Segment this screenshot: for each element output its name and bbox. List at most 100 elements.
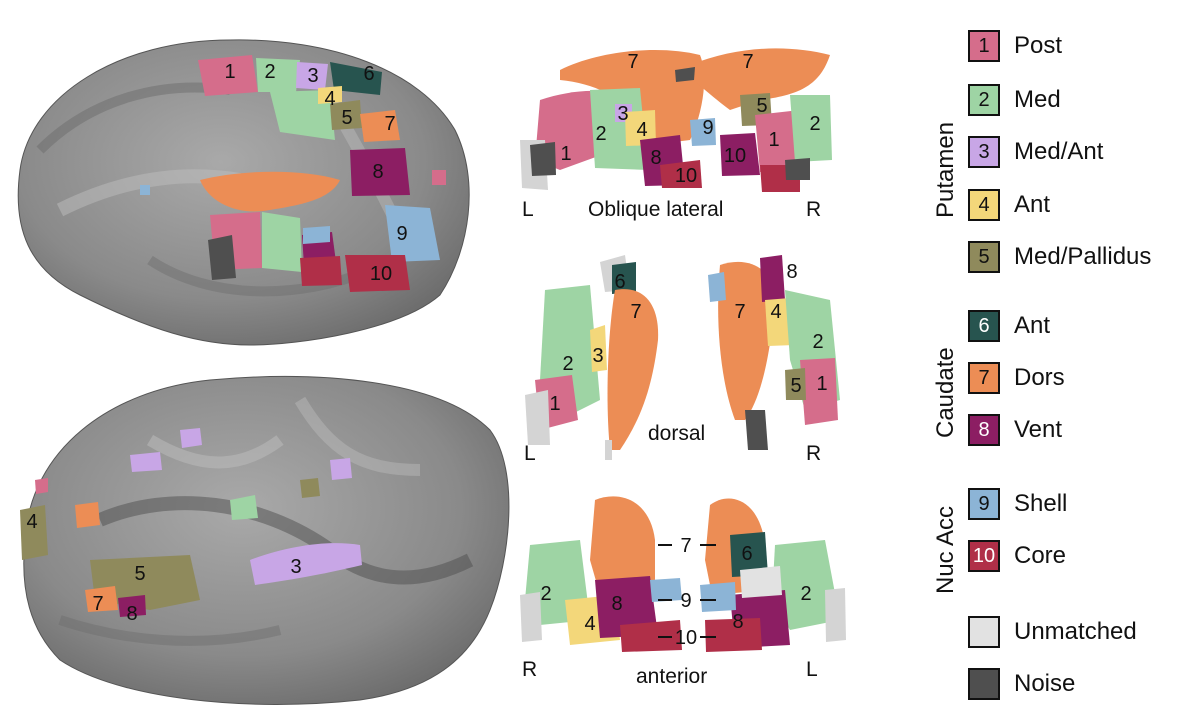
parcel-label: 2 — [595, 123, 606, 145]
callout-label: 10 — [675, 627, 697, 649]
parcel-label: 3 — [617, 103, 628, 125]
legend-item-unmatched: Unmatched — [968, 612, 1137, 652]
legend-label: Med/Pallidus — [1014, 243, 1152, 270]
parcel-label: 2 — [562, 353, 573, 375]
legend-item-putamen-med-pallidus: 5 Med/Pallidus — [968, 237, 1151, 277]
legend-item-caudate-vent: 8 Vent — [968, 410, 1062, 450]
parcel-label: 1 — [224, 61, 235, 83]
parcel-label: 7 — [92, 593, 103, 615]
parcel-label: 10 — [724, 145, 746, 167]
legend-label: Shell — [1014, 490, 1068, 517]
parcel-label: 5 — [134, 563, 145, 585]
legend-item-nucacc-shell: 9 Shell — [968, 484, 1067, 524]
parcel-label: 9 — [396, 223, 407, 245]
parcel-label: 7 — [734, 301, 745, 323]
medial-brain-surface — [17, 39, 470, 346]
legend-swatch: 6 — [968, 310, 1000, 342]
parcel-label: 9 — [702, 117, 713, 139]
parcel-label: 8 — [126, 603, 137, 625]
legend-swatch — [968, 668, 1000, 700]
parcel-label: 6 — [741, 543, 752, 565]
legend-label: Med/Ant — [1014, 138, 1104, 165]
lateral-brain-labels: 4 5 3 7 8 — [26, 511, 301, 625]
parcel-label: 7 — [627, 51, 638, 73]
parcel-label: 7 — [742, 51, 753, 73]
legend-item-putamen-med: 2 Med — [968, 80, 1061, 120]
group-title-nuc-acc: Nuc Acc — [932, 505, 959, 594]
parcel-label: 10 — [675, 165, 697, 187]
oblique-labels: 7 7 3 4 1 2 8 10 9 5 1 2 10 Oblique late… — [522, 51, 821, 221]
lateral-brain-surface — [20, 376, 510, 705]
legend-swatch: 7 — [968, 362, 1000, 394]
parcel-label: 4 — [636, 119, 647, 141]
legend-swatch: 1 — [968, 30, 1000, 62]
side-right-anterior: L — [806, 658, 818, 681]
parcel-label: 3 — [290, 556, 301, 578]
parcel-label: 8 — [732, 611, 743, 633]
parcel-label: 1 — [816, 373, 827, 395]
parcel-label: 7 — [384, 113, 395, 135]
parcel-label: 4 — [584, 613, 595, 635]
view-title-oblique: Oblique lateral — [588, 198, 723, 221]
callout-label: 9 — [680, 590, 691, 612]
parcel-label: 3 — [307, 65, 318, 87]
parcel-label: 8 — [786, 261, 797, 283]
legend-label: Unmatched — [1014, 618, 1137, 645]
group-title-putamen: Putamen — [932, 121, 959, 218]
side-left-dorsal: L — [524, 442, 536, 465]
parcel-label: 2 — [264, 61, 275, 83]
parcel-label: 10 — [370, 263, 392, 285]
striatum-dorsal — [525, 255, 840, 460]
side-left-oblique: L — [522, 198, 534, 221]
view-title-dorsal: dorsal — [648, 422, 705, 445]
parcel-label: 4 — [770, 301, 781, 323]
legend-label: Noise — [1014, 670, 1076, 697]
legend-swatch: 10 — [968, 540, 1000, 572]
anterior-callout-lines — [658, 544, 716, 638]
legend-item-nucacc-core: 10 Core — [968, 536, 1066, 576]
parcel-label: 4 — [324, 88, 335, 110]
parcel-label: 2 — [809, 113, 820, 135]
legend-swatch: 8 — [968, 414, 1000, 446]
parcel-label: 2 — [812, 331, 823, 353]
striatum-oblique-lateral — [520, 48, 832, 192]
parcel-label: 5 — [341, 107, 352, 129]
side-right-dorsal: R — [806, 442, 821, 465]
parcel-label: 2 — [800, 583, 811, 605]
parcel-label: 6 — [614, 271, 625, 293]
legend-label: Ant — [1014, 312, 1051, 339]
legend-swatch: 5 — [968, 241, 1000, 273]
legend-item-noise: Noise — [968, 664, 1075, 704]
legend-swatch: 3 — [968, 136, 1000, 168]
callout-label: 7 — [680, 535, 691, 557]
striatum-anterior — [520, 496, 846, 652]
parcel-label: 6 — [363, 63, 374, 85]
legend-label: Core — [1014, 542, 1067, 569]
legend: Putamen 1 Post 2 Med 3 Med/Ant 4 Ant 5 M… — [928, 22, 1198, 712]
legend-label: Med — [1014, 86, 1061, 113]
legend-label: Post — [1014, 32, 1063, 59]
parcel-label: 8 — [611, 593, 622, 615]
parcel-label: 1 — [560, 143, 571, 165]
medial-brain-labels: 1 2 3 6 4 5 7 8 9 10 — [224, 61, 407, 285]
dorsal-labels: 6 7 2 3 1 7 8 4 2 5 1 dorsal L R — [524, 261, 828, 465]
parcel-label: 8 — [650, 147, 661, 169]
legend-swatch: 9 — [968, 488, 1000, 520]
parcel-label: 4 — [26, 511, 37, 533]
legend-label: Dors — [1014, 364, 1065, 391]
legend-swatch: 2 — [968, 84, 1000, 116]
legend-item-putamen-med-ant: 3 Med/Ant — [968, 132, 1103, 172]
legend-item-putamen-ant: 4 Ant — [968, 185, 1050, 225]
parcel-label: 3 — [592, 345, 603, 367]
parcel-label: 8 — [372, 161, 383, 183]
parcel-label: 1 — [768, 129, 779, 151]
legend-swatch: 4 — [968, 189, 1000, 221]
parcel-label: 5 — [790, 375, 801, 397]
legend-label: Ant — [1014, 191, 1051, 218]
legend-item-putamen-post: 1 Post — [968, 26, 1062, 66]
legend-label: Vent — [1014, 416, 1063, 443]
parcel-label: 7 — [630, 301, 641, 323]
legend-item-caudate-dors: 7 Dors — [968, 358, 1065, 398]
anterior-labels: 2 8 4 6 8 2 7 9 10 anterior R L — [522, 535, 818, 688]
